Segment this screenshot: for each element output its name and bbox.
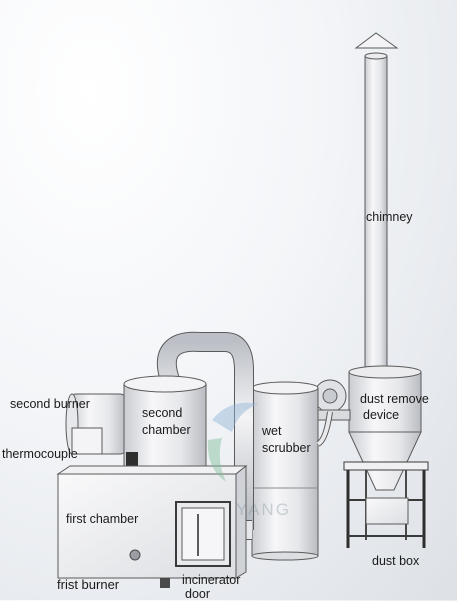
label-thermocouple: thermocouple xyxy=(2,447,78,461)
dust-box xyxy=(343,461,429,548)
label-device: device xyxy=(363,408,400,422)
label-wet: wet xyxy=(262,424,282,438)
wet-scrubber xyxy=(251,381,333,561)
label-chamber: chamber xyxy=(142,423,191,437)
second-chamber xyxy=(123,375,207,477)
chimney xyxy=(354,32,399,375)
watermark-text: YANG xyxy=(236,500,291,519)
label-incinerator: incinerator xyxy=(182,573,241,587)
label-first-chamber: first chamber xyxy=(66,512,139,526)
label-dust-box: dust box xyxy=(372,554,420,568)
second-burner xyxy=(65,393,127,455)
label-second: second xyxy=(142,406,183,420)
label-frist-burner: frist burner xyxy=(57,577,120,592)
incinerator-door xyxy=(175,501,231,567)
label-dust-remove: dust remove xyxy=(360,392,429,406)
watermark-logo xyxy=(207,402,258,482)
label-scrubber: scrubber xyxy=(262,441,311,455)
dust-remove-device xyxy=(313,365,422,491)
label-door: door xyxy=(185,587,211,601)
label-second-burner: second burner xyxy=(10,397,90,411)
label-chimney: chimney xyxy=(366,210,413,224)
